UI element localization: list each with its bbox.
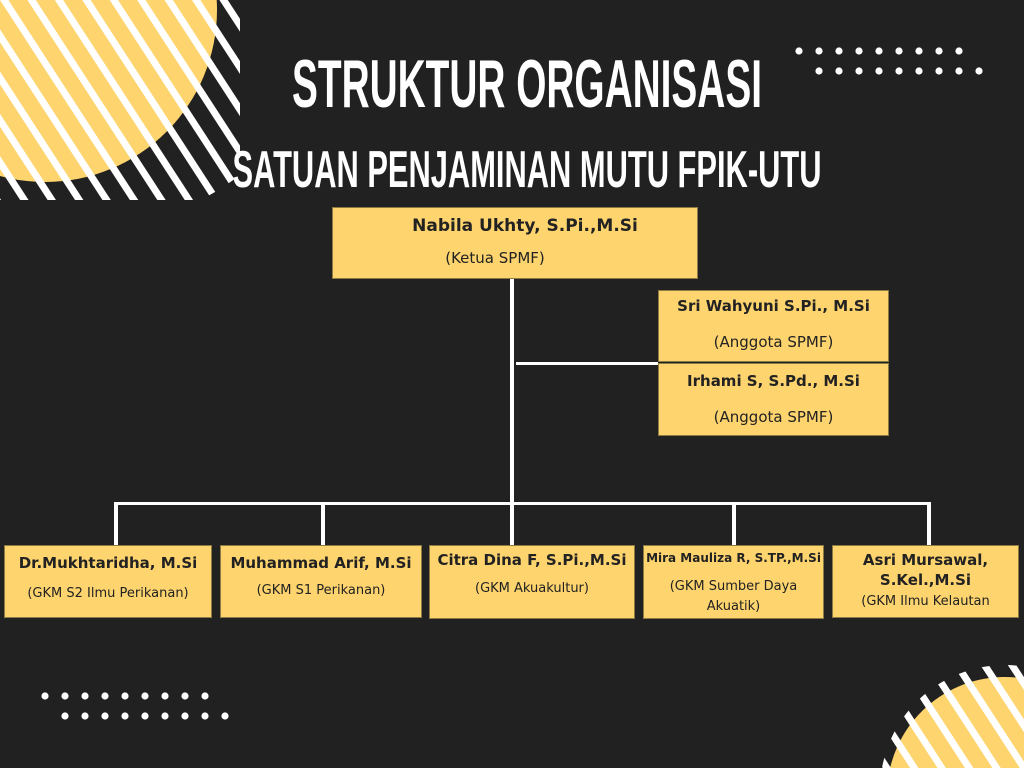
unit-role: (GKM Ilmu Kelautan xyxy=(861,594,990,609)
unit-box[interactable]: Mira Mauliza R, S.TP.,M.Si (GKM Sumber D… xyxy=(643,545,824,619)
dot xyxy=(141,692,149,700)
connector-line xyxy=(927,502,931,546)
unit-name: Asri Mursawal, xyxy=(862,551,989,569)
unit-role: (GKM S1 Perikanan) xyxy=(256,583,386,598)
dot xyxy=(935,67,943,75)
unit-role: (GKM Akuakultur) xyxy=(475,581,589,596)
dot xyxy=(221,712,229,720)
unit-box[interactable]: Citra Dina F, S.Pi.,M.Si (GKM Akuakultur… xyxy=(429,545,635,619)
member-box[interactable]: Irhami S, S.Pd., M.Si (Anggota SPMF) xyxy=(658,363,889,436)
unit-name: Citra Dina F, S.Pi.,M.Si xyxy=(437,551,627,569)
dot xyxy=(835,67,843,75)
dot xyxy=(161,712,169,720)
dot xyxy=(81,712,89,720)
unit-role: (GKM S2 Ilmu Perikanan) xyxy=(27,586,189,601)
dot-grid-decoration xyxy=(41,47,983,720)
dot xyxy=(935,47,943,55)
dot xyxy=(915,47,923,55)
dot xyxy=(895,47,903,55)
dot xyxy=(81,692,89,700)
dot xyxy=(101,712,109,720)
unit-name: Muhammad Arif, M.Si xyxy=(230,554,412,572)
chair-role: (Ketua SPMF) xyxy=(445,249,545,267)
unit-role: (GKM Sumber Daya xyxy=(669,579,798,594)
chair-box[interactable]: Nabila Ukhty, S.Pi.,M.Si (Ketua SPMF) xyxy=(332,207,698,279)
connector-line xyxy=(321,502,325,546)
dot xyxy=(181,712,189,720)
dot xyxy=(975,67,983,75)
member-role: (Anggota SPMF) xyxy=(713,333,834,351)
chair-name: Nabila Ukhty, S.Pi.,M.Si xyxy=(412,216,638,236)
unit-name: Dr.Mukhtaridha, M.Si xyxy=(18,554,198,572)
dot xyxy=(141,712,149,720)
connector-line xyxy=(510,502,514,546)
connector-line xyxy=(114,502,118,546)
dot xyxy=(41,692,49,700)
dot xyxy=(855,67,863,75)
dot xyxy=(815,67,823,75)
dot xyxy=(855,47,863,55)
dot xyxy=(201,712,209,720)
unit-role: Akuatik) xyxy=(706,599,761,614)
connector-line xyxy=(732,502,736,546)
dot xyxy=(121,692,129,700)
bottom-right-circle-decoration xyxy=(882,665,1024,768)
connector-line xyxy=(516,362,658,365)
dot xyxy=(795,47,803,55)
dot xyxy=(875,47,883,55)
member-box[interactable]: Sri Wahyuni S.Pi., M.Si (Anggota SPMF) xyxy=(658,290,889,362)
dot xyxy=(835,47,843,55)
member-role: (Anggota SPMF) xyxy=(713,408,834,426)
dot xyxy=(875,67,883,75)
dot xyxy=(161,692,169,700)
dot xyxy=(181,692,189,700)
unit-box[interactable]: Dr.Mukhtaridha, M.Si (GKM S2 Ilmu Perika… xyxy=(4,545,212,618)
dot xyxy=(61,712,69,720)
unit-name: S.Kel.,M.Si xyxy=(879,571,972,589)
dot xyxy=(915,67,923,75)
unit-name: Mira Mauliza R, S.TP.,M.Si xyxy=(646,551,821,565)
member-name: Irhami S, S.Pd., M.Si xyxy=(687,372,860,390)
page-subtitle: SATUAN PENJAMINAN MUTU FPIK-UTU xyxy=(233,141,822,199)
unit-box[interactable]: Asri Mursawal, S.Kel.,M.Si (GKM Ilmu Kel… xyxy=(832,545,1019,618)
top-left-circle-decoration xyxy=(0,0,240,200)
dot xyxy=(815,47,823,55)
dot xyxy=(101,692,109,700)
connector-line xyxy=(115,502,931,505)
dot xyxy=(955,47,963,55)
unit-box[interactable]: Muhammad Arif, M.Si (GKM S1 Perikanan) xyxy=(220,545,422,618)
page-title: STRUKTUR ORGANISASI xyxy=(292,46,762,122)
dot xyxy=(201,692,209,700)
dot xyxy=(895,67,903,75)
dot xyxy=(955,67,963,75)
connector-line xyxy=(510,269,514,505)
dot xyxy=(121,712,129,720)
member-name: Sri Wahyuni S.Pi., M.Si xyxy=(677,297,870,315)
dot xyxy=(61,692,69,700)
